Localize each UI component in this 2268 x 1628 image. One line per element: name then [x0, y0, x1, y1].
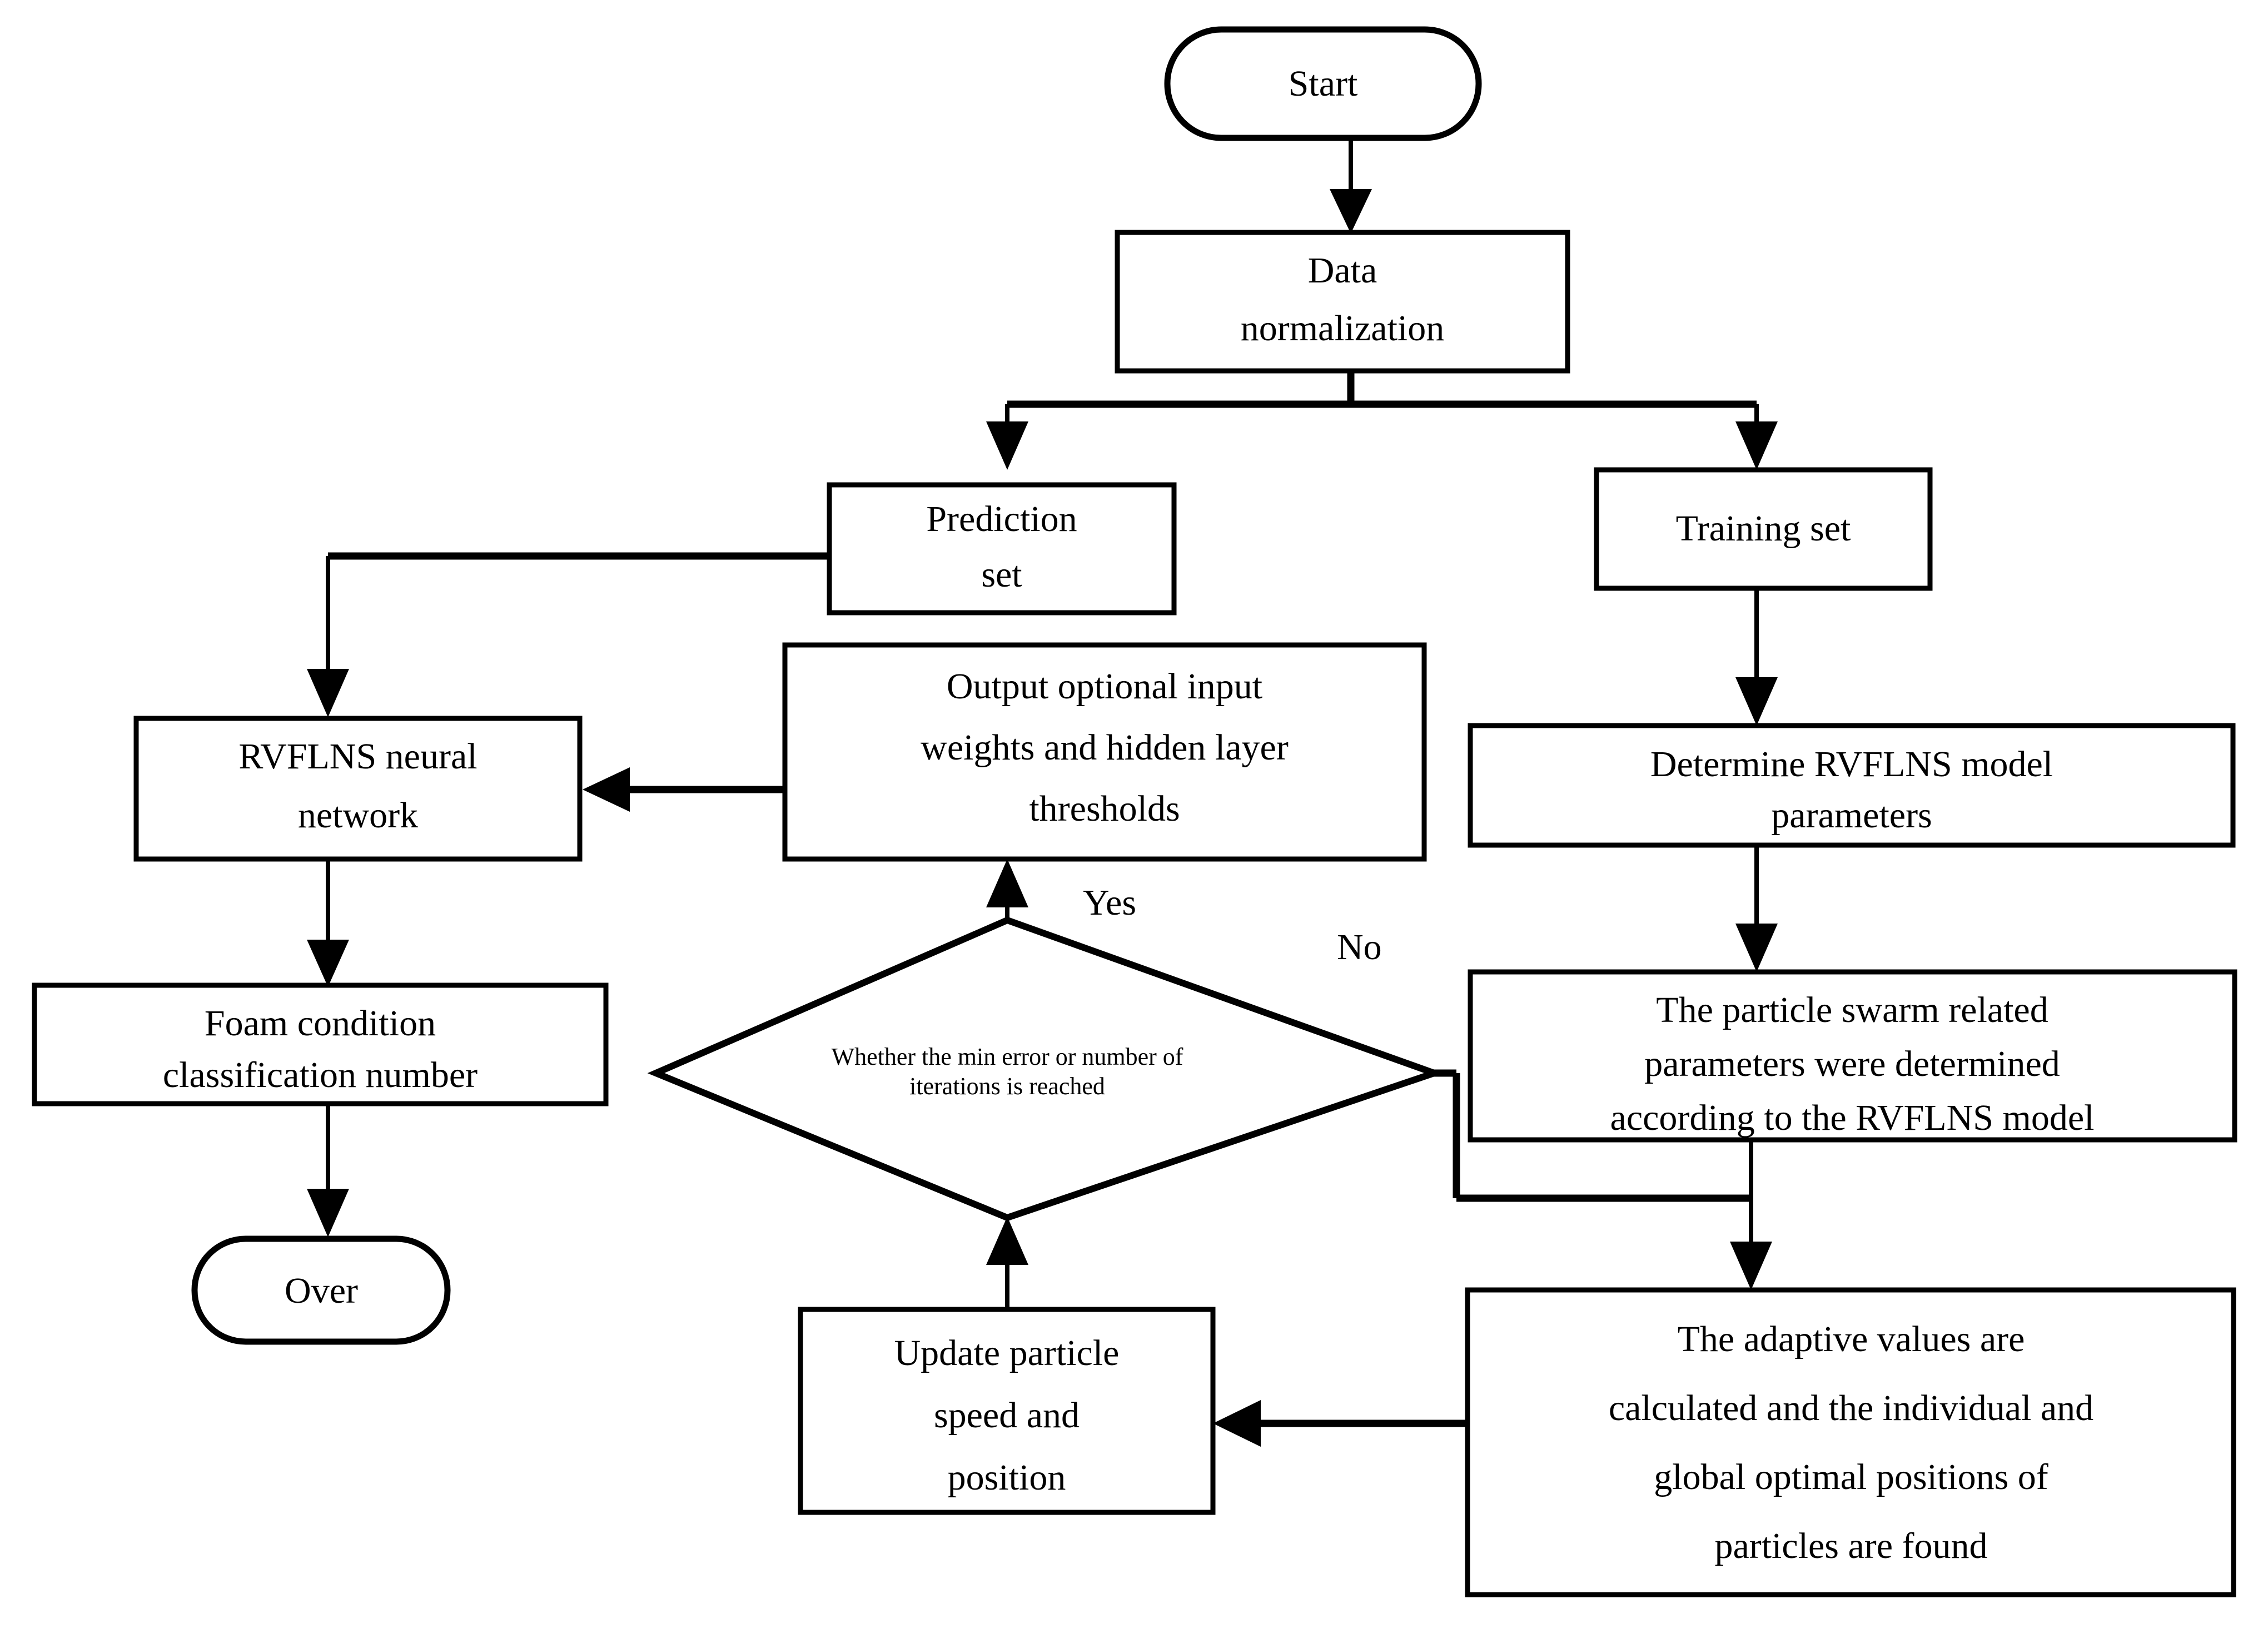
- edge-rvflns-to-foam-condition: [307, 859, 349, 987]
- edge-determine-parameters-to-particle-swarm: [1735, 845, 1778, 972]
- node-data-normalization-line2: normalization: [1241, 308, 1445, 349]
- edge-update-particle-to-decision: [986, 1217, 1028, 1309]
- node-adaptive-values-line1: The adaptive values are: [1678, 1319, 2025, 1359]
- node-adaptive-values[interactable]: The adaptive values are calculated and t…: [1465, 1287, 2236, 1597]
- node-decision[interactable]: Whether the min error or number of itera…: [647, 916, 1445, 1222]
- node-adaptive-values-line3: global optimal positions of: [1654, 1457, 2048, 1497]
- edge-training-set-to-determine-parameters: [1735, 588, 1778, 726]
- node-update-particle-line3: position: [948, 1457, 1066, 1498]
- node-rvflns-neural-network[interactable]: RVFLNS neural network: [133, 716, 583, 862]
- node-decision-line1: Whether the min error or number of: [832, 1043, 1183, 1070]
- node-adaptive-values-line2: calculated and the individual and: [1609, 1388, 2093, 1428]
- node-update-particle[interactable]: Update particle speed and position: [798, 1307, 1216, 1515]
- edge-prediction-set-to-rvflns: [307, 552, 828, 717]
- edge-decision-yes-to-output-weights: [986, 859, 1028, 920]
- node-particle-swarm-line3: according to the RVFLNS model: [1610, 1098, 2095, 1138]
- node-over[interactable]: Over: [191, 1235, 451, 1345]
- node-particle-swarm-params[interactable]: The particle swarm related parameters we…: [1468, 969, 2237, 1143]
- node-determine-model-parameters[interactable]: Determine RVFLNS model parameters: [1468, 723, 2236, 848]
- node-training-set-line1: Training set: [1676, 508, 1851, 549]
- node-start[interactable]: Start: [1164, 26, 1482, 141]
- node-determine-line2: parameters: [1771, 795, 1932, 836]
- node-prediction-set-line2: set: [981, 554, 1022, 595]
- node-start-label: Start: [1289, 63, 1358, 104]
- edge-label-yes: Yes: [1083, 882, 1136, 923]
- edge-start-to-data-normalization: [1330, 138, 1372, 234]
- node-over-label: Over: [285, 1270, 358, 1311]
- node-prediction-set-line1: Prediction: [926, 499, 1077, 539]
- edge-label-no: No: [1337, 927, 1382, 967]
- node-prediction-set[interactable]: Prediction set: [827, 482, 1177, 616]
- node-determine-line1: Determine RVFLNS model: [1650, 744, 2053, 785]
- node-output-weights[interactable]: Output optional input weights and hidden…: [782, 642, 1427, 862]
- node-rvflns-line1: RVFLNS neural: [238, 736, 477, 777]
- node-particle-swarm-line1: The particle swarm related: [1656, 990, 2048, 1030]
- edge-adaptive-values-to-update-particle: [1213, 1400, 1468, 1447]
- node-output-weights-line2: weights and hidden layer: [921, 727, 1289, 768]
- node-data-normalization-line1: Data: [1308, 250, 1377, 291]
- edge-output-weights-to-rvflns: [583, 767, 785, 812]
- node-update-particle-line1: Update particle: [894, 1333, 1120, 1373]
- node-update-particle-line2: speed and: [934, 1395, 1080, 1436]
- node-foam-condition[interactable]: Foam condition classification number: [32, 982, 609, 1106]
- node-training-set[interactable]: Training set: [1594, 467, 1933, 591]
- edge-particle-swarm-to-adaptive-values: [1730, 1140, 1772, 1290]
- node-foam-condition-line2: classification number: [163, 1055, 478, 1095]
- node-adaptive-values-line4: particles are found: [1714, 1526, 1987, 1566]
- node-foam-condition-line1: Foam condition: [205, 1003, 436, 1044]
- edge-data-normalization-fork: [986, 371, 1778, 470]
- edge-foam-condition-to-over: [307, 1104, 349, 1237]
- node-rvflns-line2: network: [298, 795, 418, 836]
- node-output-weights-line1: Output optional input: [947, 666, 1262, 707]
- node-output-weights-line3: thresholds: [1029, 788, 1180, 829]
- node-particle-swarm-line2: parameters were determined: [1644, 1044, 2060, 1084]
- node-data-normalization[interactable]: Data normalization: [1115, 230, 1570, 374]
- node-decision-line2: iterations is reached: [909, 1073, 1105, 1100]
